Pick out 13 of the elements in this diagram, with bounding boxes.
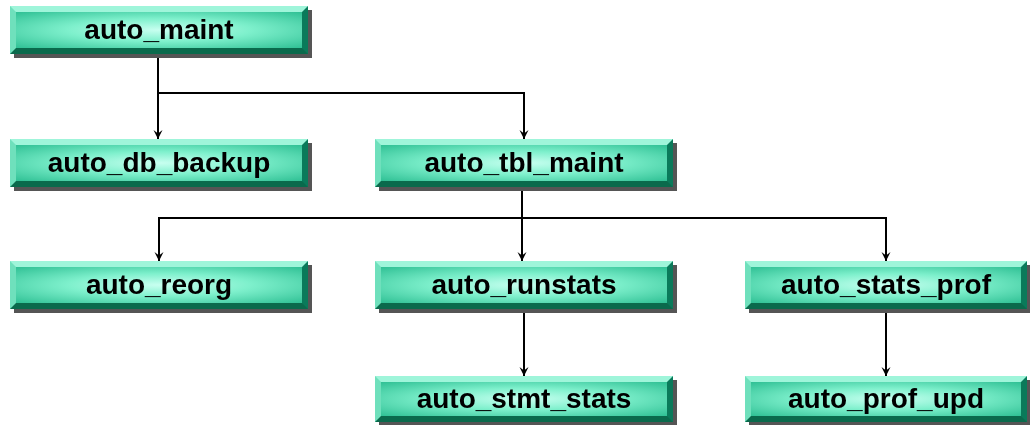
connector-arrow: [157, 57, 529, 140]
node-label: auto_reorg: [85, 269, 233, 301]
process-box: [745, 376, 1027, 422]
node-label: auto_stats_prof: [780, 269, 991, 301]
node-label: auto_maint: [84, 14, 234, 46]
connector-arrow: [519, 312, 529, 377]
connector-arrow: [881, 312, 891, 377]
node-label: auto_runstats: [431, 269, 617, 301]
node-label: auto_stmt_stats: [416, 383, 632, 415]
node-label: auto_db_backup: [47, 147, 271, 179]
node-label: auto_prof_upd: [788, 383, 984, 415]
connector-arrow: [521, 190, 891, 262]
node-label: auto_tbl_maint: [424, 147, 624, 179]
